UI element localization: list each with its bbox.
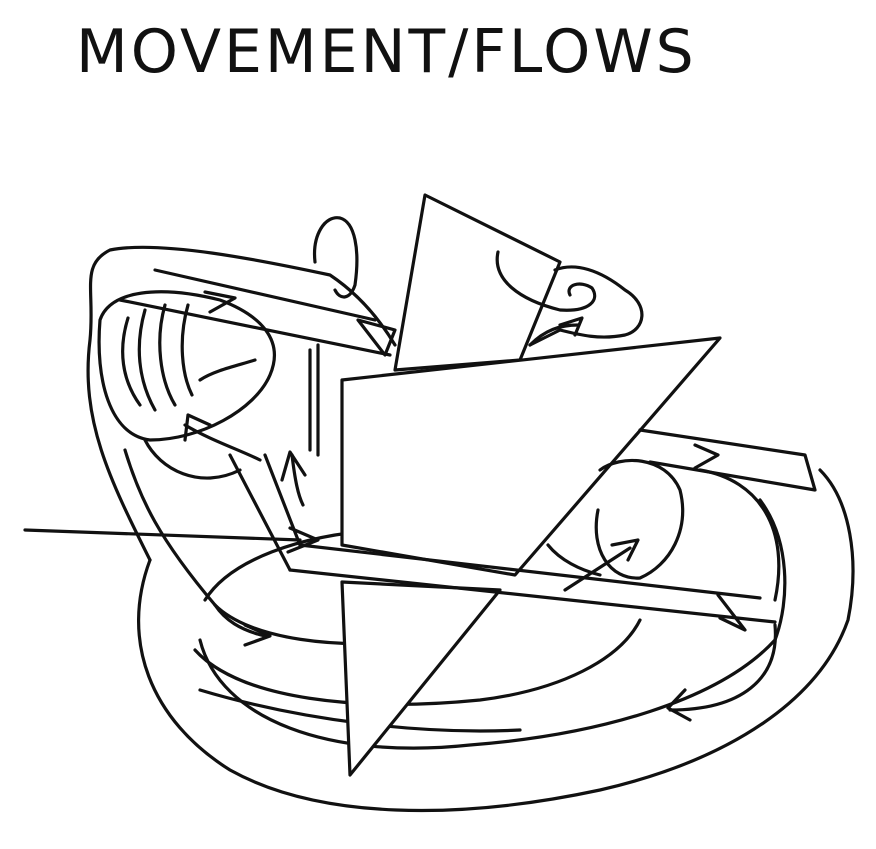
ring-hatch-4 — [180, 303, 194, 397]
floor-ellipse-front — [193, 618, 642, 706]
arrow-shaft — [290, 453, 305, 507]
upper-left-ring — [97, 290, 276, 442]
lower-triangle-panel — [340, 580, 502, 777]
arrowhead-icon — [280, 450, 307, 482]
right-arc-upper — [698, 468, 781, 602]
upper-beam — [118, 268, 392, 357]
ring-hatch-2 — [137, 308, 157, 412]
arrowhead-icon — [716, 593, 747, 632]
arrowhead-icon — [558, 316, 584, 337]
arrow-shaft — [668, 623, 777, 712]
long-crossbar — [288, 543, 777, 624]
incoming-flow-line — [23, 528, 302, 542]
arrow-shaft — [528, 323, 580, 347]
arrowhead-icon — [693, 443, 720, 470]
arrowhead-icon — [610, 538, 640, 562]
left-slanted-strut — [228, 453, 292, 572]
upper-oval — [312, 216, 359, 299]
inner-bowl-curve — [198, 498, 787, 750]
ring-hatch-3 — [158, 303, 177, 407]
beam-wedge — [356, 318, 397, 357]
arrow-shaft — [183, 423, 262, 462]
ring-inner-curve — [198, 358, 257, 382]
back-panel-swirl — [495, 250, 597, 312]
arrowhead-icon — [183, 413, 212, 442]
left-inner-sweep — [123, 448, 217, 607]
outer-bowl-curve — [137, 468, 855, 813]
arrowhead-icon — [666, 688, 692, 722]
sketch-title: MOVEMENT/FLOWS — [76, 17, 697, 87]
upper-right-curl — [528, 265, 644, 347]
arrowhead-icon — [286, 526, 320, 554]
arrowhead-icon — [203, 290, 237, 314]
arrow-shaft — [213, 603, 267, 638]
right-band-upper — [638, 428, 817, 492]
left-descending-curve — [143, 438, 242, 480]
front-large-panel — [340, 336, 722, 577]
left-loop — [86, 245, 397, 562]
right-band-lower — [546, 543, 602, 577]
arrowhead-icon — [243, 623, 272, 647]
ring-hatch-1 — [121, 316, 142, 407]
right-ring — [594, 458, 685, 580]
arrow-shaft — [563, 546, 632, 592]
